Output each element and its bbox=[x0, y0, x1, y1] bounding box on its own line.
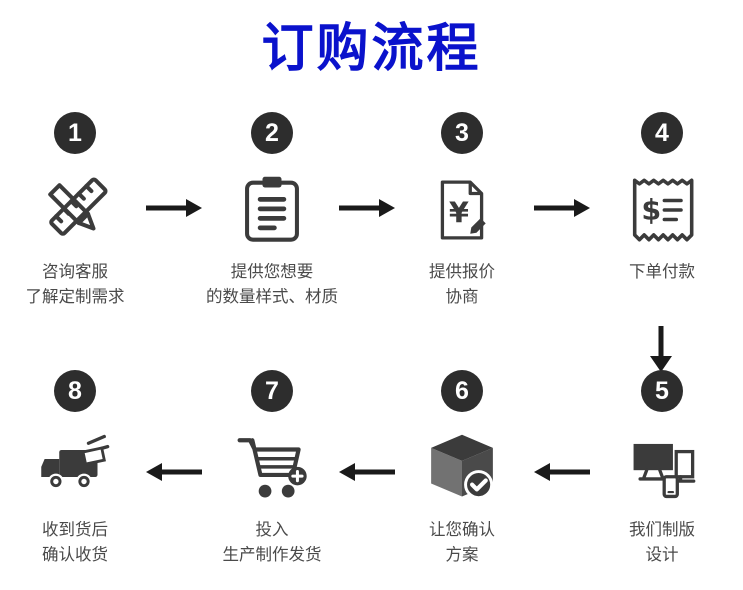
step-4: 4 $ 下单付款 bbox=[587, 112, 737, 285]
step-number-badge: 4 bbox=[641, 112, 683, 154]
box-check-icon bbox=[424, 420, 500, 516]
step-label: 让您确认 方案 bbox=[429, 521, 495, 564]
step-3: 3 ¥ 提供报价 协商 bbox=[387, 112, 537, 310]
step-number-badge: 7 bbox=[251, 370, 293, 412]
receipt-icon: $ bbox=[624, 162, 700, 258]
truck-icon bbox=[31, 420, 119, 516]
arrow-down-icon bbox=[650, 326, 672, 372]
step-7: 7 投入 生产制作发货 bbox=[197, 370, 347, 568]
step-number-badge: 6 bbox=[441, 370, 483, 412]
step-number-badge: 8 bbox=[54, 370, 96, 412]
step-8: 8 收到货后 确认收货 bbox=[0, 370, 150, 568]
arrow-right-icon bbox=[339, 198, 395, 218]
cart-icon bbox=[232, 420, 312, 516]
step-label: 投入 生产制作发货 bbox=[222, 521, 322, 564]
step-5: 5 我们制版 设计 bbox=[587, 370, 737, 568]
devices-icon bbox=[623, 420, 701, 516]
step-number-badge: 1 bbox=[54, 112, 96, 154]
step-label: 我们制版 设计 bbox=[629, 521, 695, 564]
step-6: 6 让您确认 方案 bbox=[387, 370, 537, 568]
pen-ruler-icon bbox=[34, 162, 116, 258]
step-2: 2 提供您想要 的数量样式、材质 bbox=[197, 112, 347, 310]
step-label: 咨询客服 了解定制需求 bbox=[25, 263, 125, 306]
svg-text:¥: ¥ bbox=[449, 195, 469, 229]
step-number-badge: 5 bbox=[641, 370, 683, 412]
clipboard-icon bbox=[234, 162, 310, 258]
step-number-badge: 3 bbox=[441, 112, 483, 154]
svg-text:$: $ bbox=[641, 194, 661, 227]
arrow-left-icon bbox=[534, 462, 590, 482]
page-title: 订购流程 bbox=[261, 20, 482, 78]
step-label: 提供报价 协商 bbox=[429, 263, 495, 306]
arrow-right-icon bbox=[534, 198, 590, 218]
step-label: 下单付款 bbox=[629, 263, 695, 281]
arrow-right-icon bbox=[146, 198, 202, 218]
step-label: 提供您想要 的数量样式、材质 bbox=[206, 263, 338, 306]
step-1: 1 咨询客服 了解定制需求 bbox=[0, 112, 150, 310]
arrow-left-icon bbox=[146, 462, 202, 482]
step-label: 收到货后 确认收货 bbox=[42, 521, 108, 564]
arrow-left-icon bbox=[339, 462, 395, 482]
step-number-badge: 2 bbox=[251, 112, 293, 154]
quote-document-icon: ¥ bbox=[429, 162, 495, 258]
